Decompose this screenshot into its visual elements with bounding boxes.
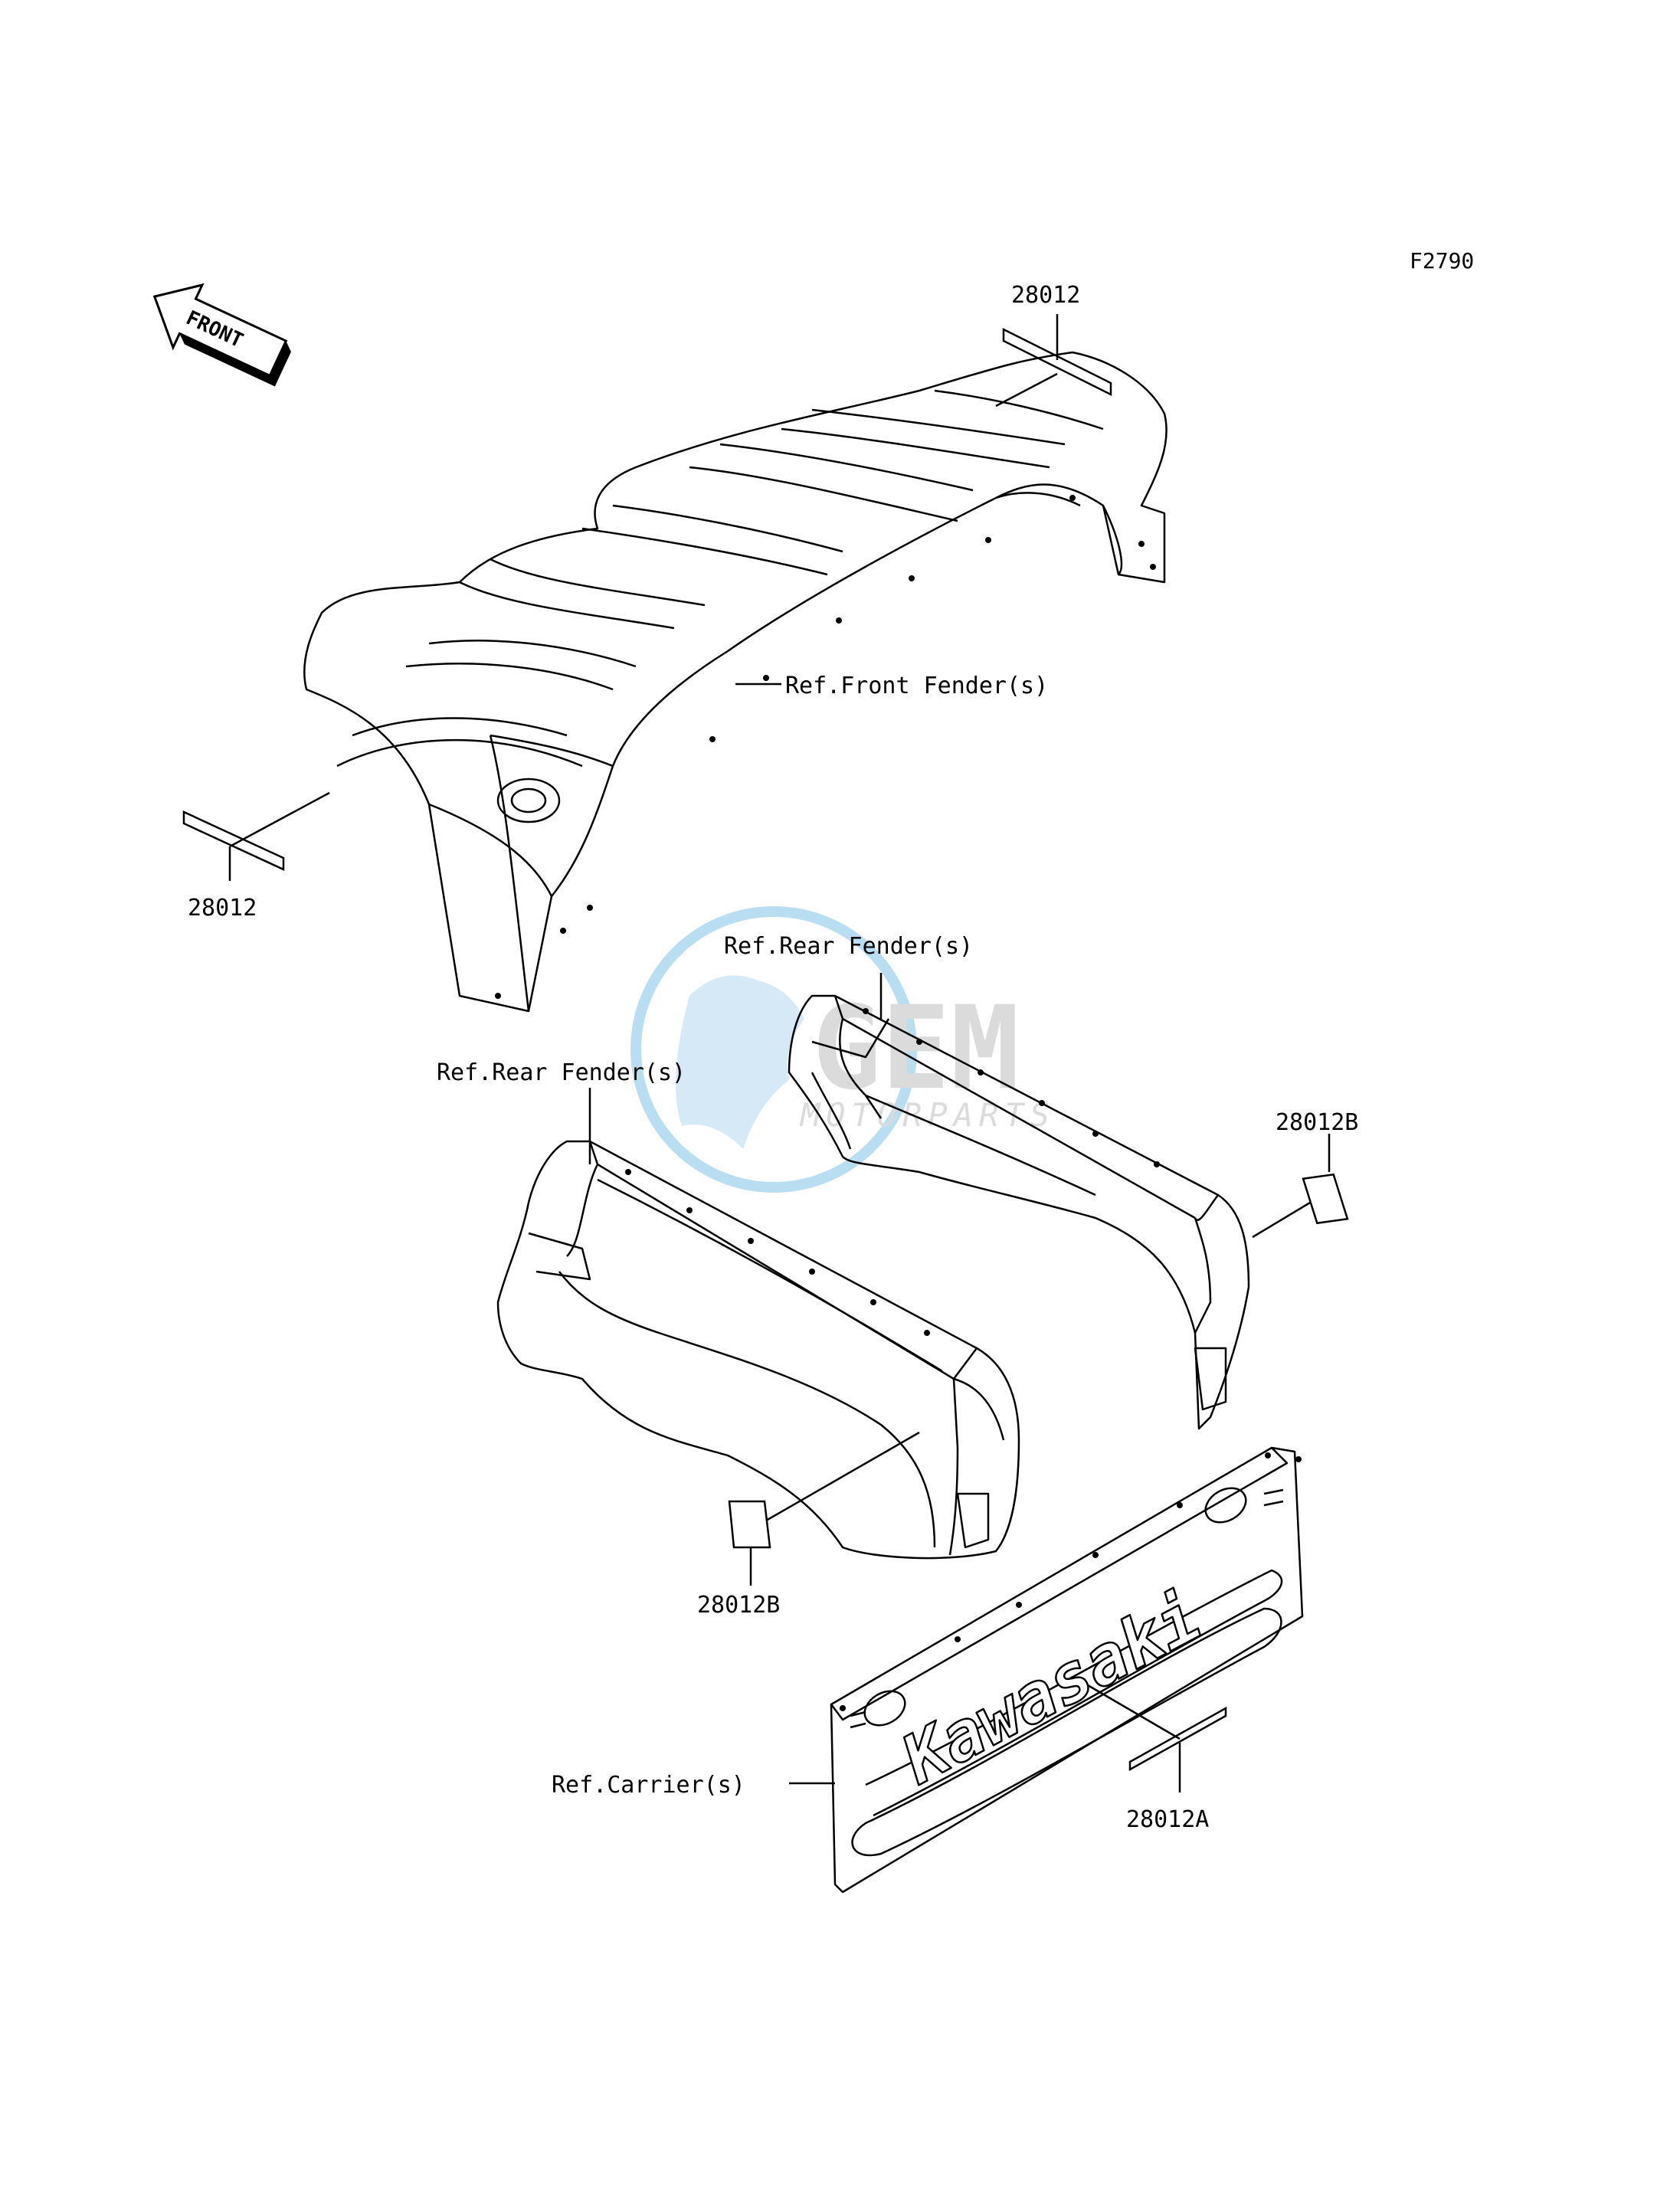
figure-code: F2790: [1410, 248, 1474, 273]
watermark-brand: GEM: [812, 982, 1020, 1115]
front-arrow-icon: FRONT: [152, 283, 291, 387]
front-fender: [303, 351, 1167, 1013]
callout-sticker-rear-left: 28012B: [697, 1592, 780, 1619]
rear-fender-right: [788, 994, 1250, 1430]
callout-sticker-rear-right: 28012B: [1276, 1109, 1358, 1136]
ref-rear-fender-left: Ref.Rear Fender(s): [437, 1059, 686, 1086]
sticker-28012B-left: [728, 1431, 920, 1586]
callout-sticker-top: 28012: [1011, 282, 1080, 309]
ref-front-fender: Ref.Front Fender(s): [785, 673, 1048, 699]
carrier-tailgate: Kawasaki: [830, 1446, 1304, 1894]
ref-rear-fender-right: Ref.Rear Fender(s): [724, 933, 973, 960]
watermark: GEM MOTORPARTS: [630, 906, 1056, 1193]
watermark-subtext: MOTORPARTS: [799, 1096, 1056, 1134]
sticker-28012-left: [182, 791, 330, 881]
sticker-28012-top: [995, 314, 1112, 408]
ref-carrier: Ref.Carrier(s): [552, 1772, 745, 1799]
callout-sticker-left: 28012: [188, 895, 257, 922]
sticker-28012B-right: [1252, 1134, 1349, 1239]
sticker-28012A: [1087, 1684, 1227, 1792]
callout-sticker-carrier: 28012A: [1126, 1806, 1209, 1833]
rear-fender-left: [496, 1140, 1020, 1560]
watermark-globe-icon: [630, 906, 917, 1193]
